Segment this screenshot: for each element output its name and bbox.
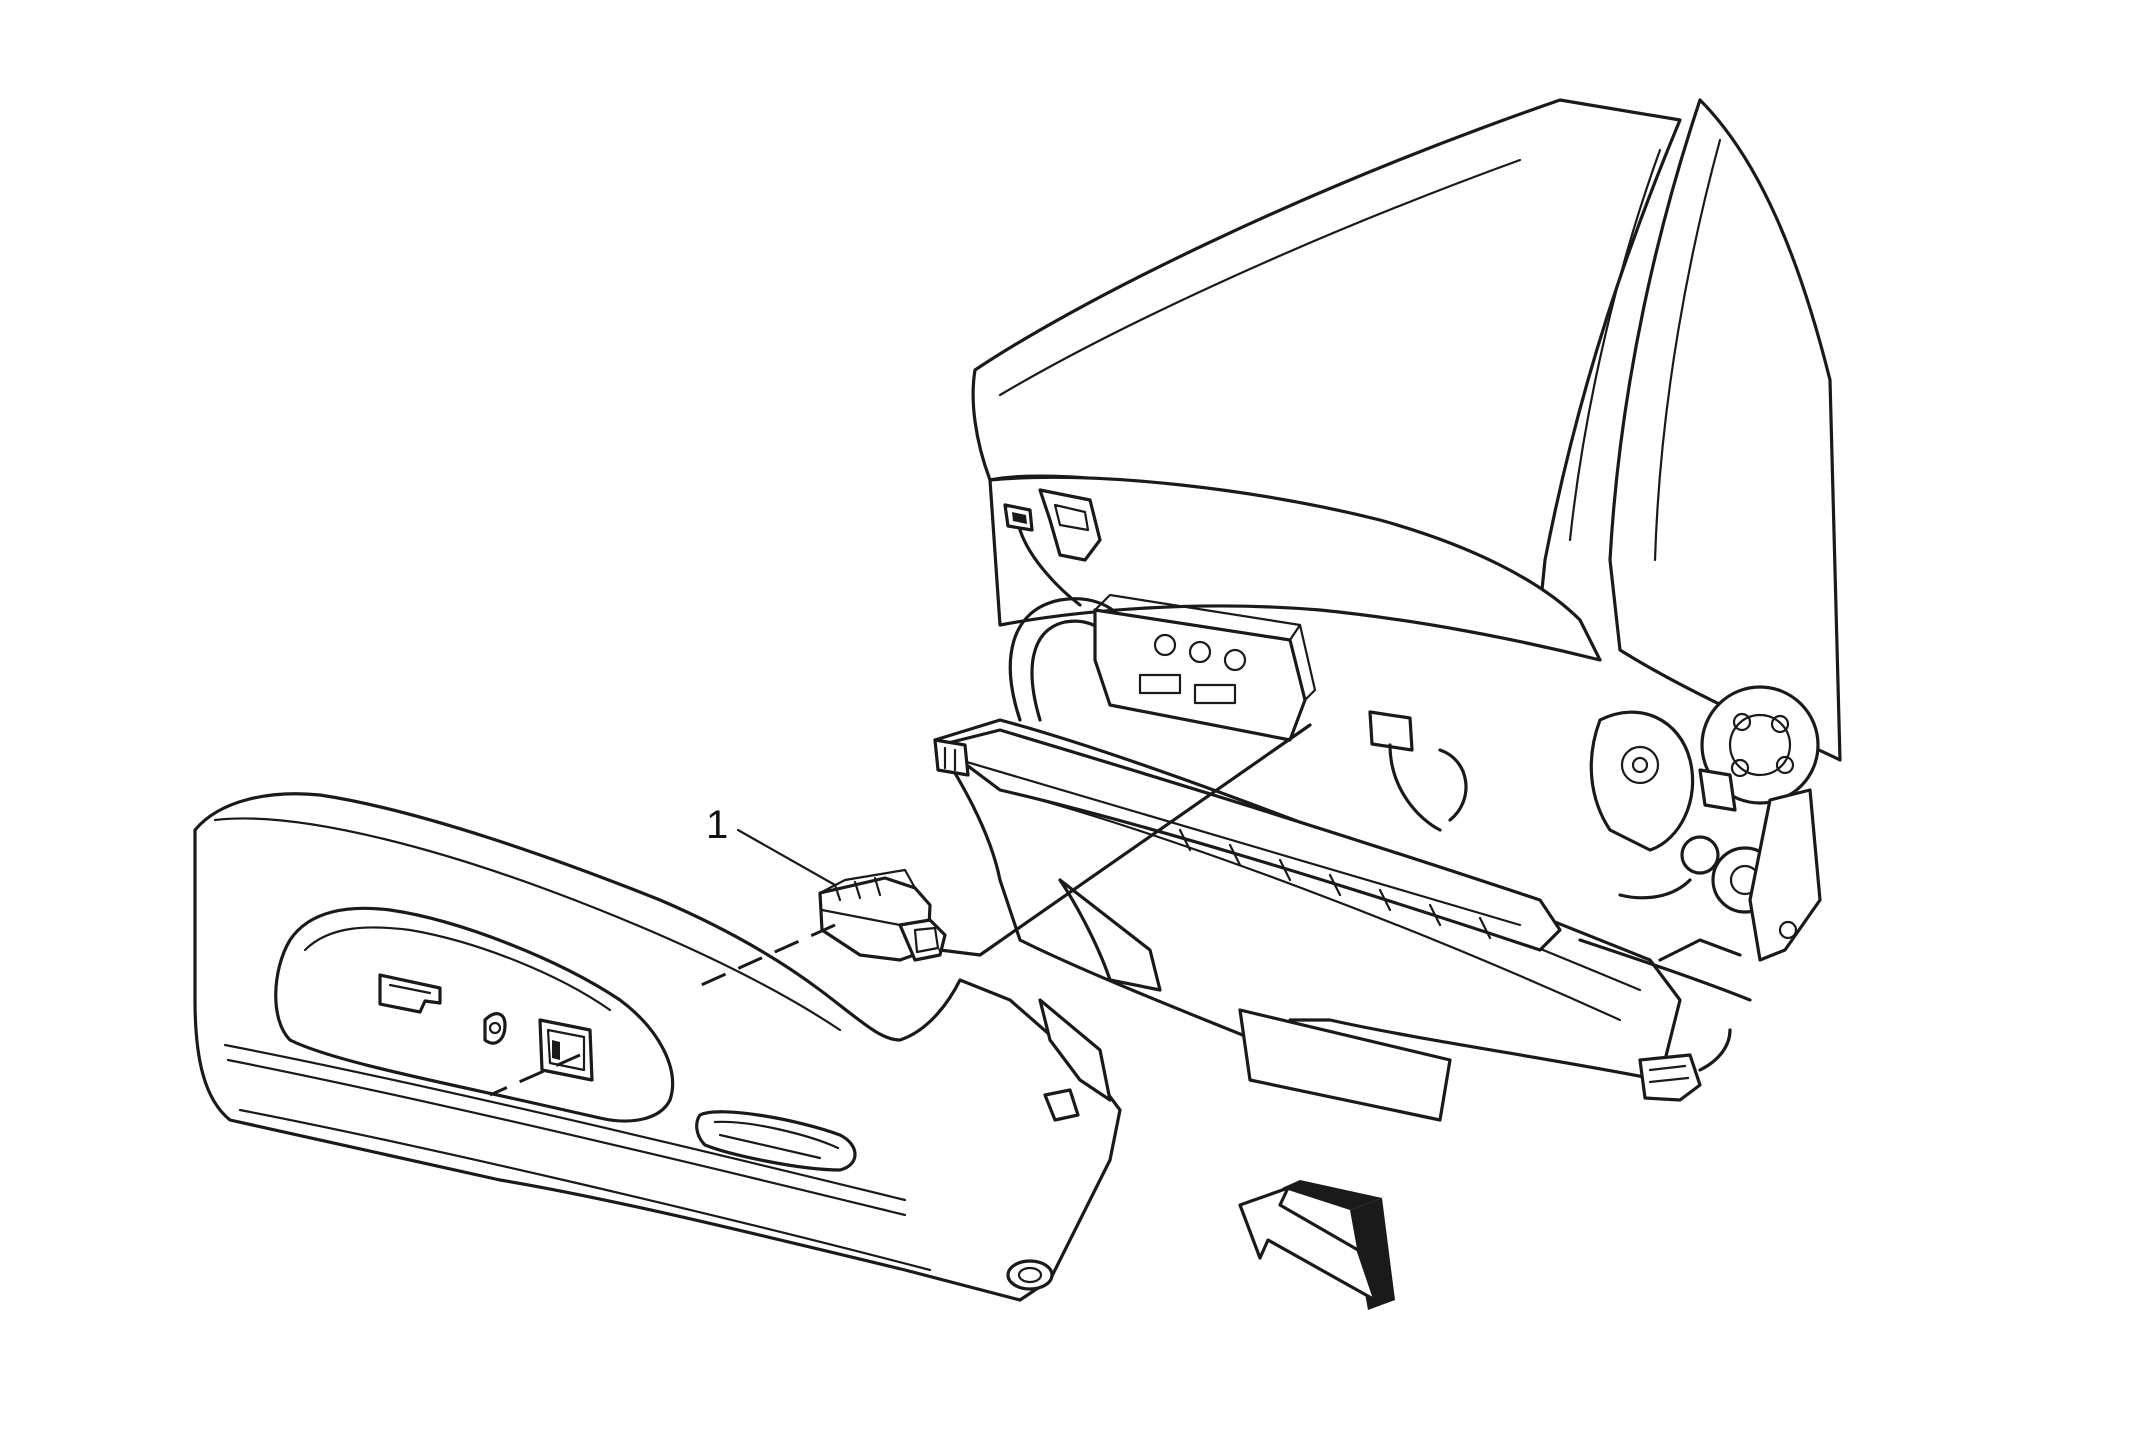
- dashed-alignment-line-2: [489, 1053, 581, 1097]
- callout-label-1: 1: [706, 803, 728, 847]
- power-seat-switch: [818, 868, 947, 962]
- assembly-guide-lines: [489, 723, 1312, 1097]
- harness-connection-line: [938, 723, 1312, 957]
- seat-side-trim-panel: [193, 792, 1122, 1302]
- seat-adjuster-mechanism: [933, 488, 1822, 1102]
- seat-assembly: [933, 98, 1842, 1122]
- view-direction-arrow-icon: [1238, 1180, 1395, 1310]
- callout-leader-line: [736, 828, 837, 887]
- dashed-alignment-line: [689, 923, 836, 992]
